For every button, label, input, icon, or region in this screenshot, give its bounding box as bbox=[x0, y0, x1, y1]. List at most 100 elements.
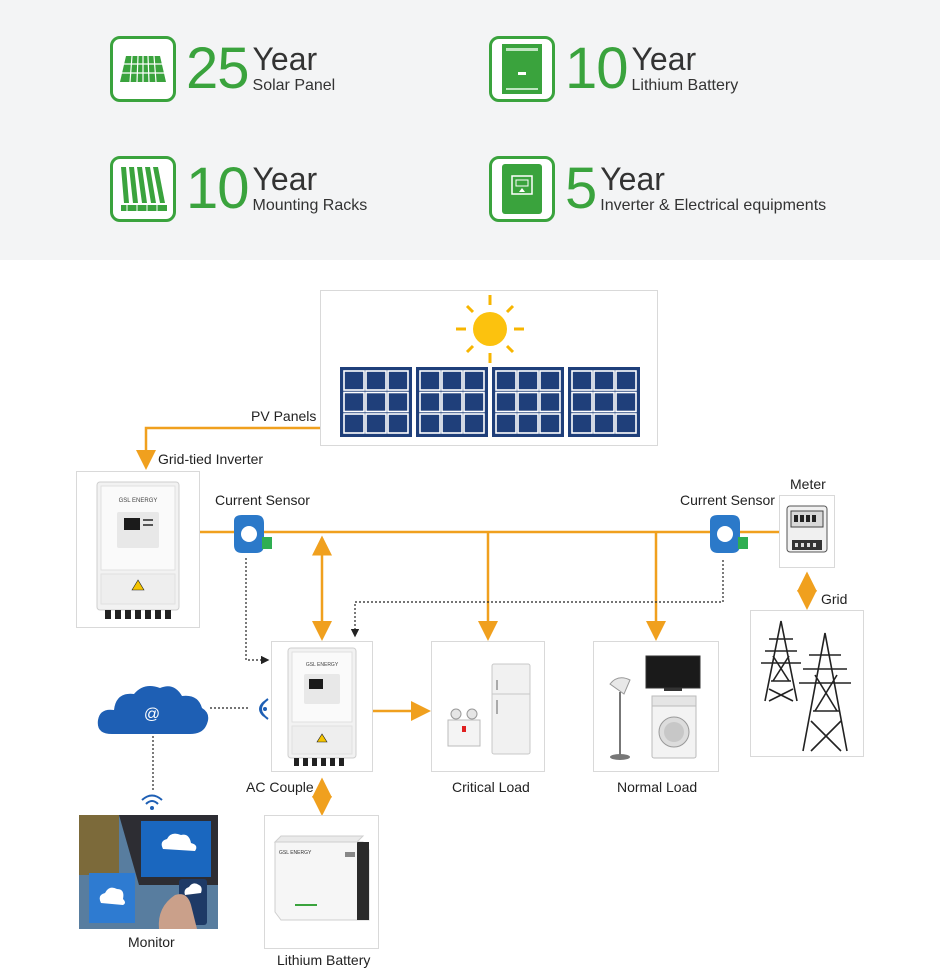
solar-cell bbox=[517, 370, 539, 391]
solar-cell bbox=[593, 370, 615, 391]
wireless-signal-icon bbox=[259, 698, 269, 720]
solar-cell bbox=[343, 413, 365, 434]
warranty-section: 25 Year Solar Panel 10 Year Lithium Batt… bbox=[0, 0, 940, 260]
ac-couple-inverter-image: GSL ENERGY bbox=[287, 647, 357, 766]
normal-load-label: Normal Load bbox=[617, 779, 698, 795]
floor-lamp-icon bbox=[609, 677, 631, 760]
grid-label: Grid bbox=[821, 591, 848, 607]
normal-load-box bbox=[593, 641, 719, 772]
solar-cell bbox=[615, 413, 637, 434]
monitor-label: Monitor bbox=[128, 934, 175, 950]
inverter-brand-text: GSL ENERGY bbox=[306, 662, 339, 668]
solar-cell bbox=[517, 413, 539, 434]
meter-icon bbox=[786, 505, 828, 553]
pv-panels-label: PV Panels bbox=[251, 408, 317, 424]
lithium-battery-box: GSL ENERGY bbox=[264, 815, 379, 949]
tv-icon bbox=[645, 655, 701, 691]
solar-cell bbox=[343, 391, 365, 413]
warranty-lithium-battery: 10 Year Lithium Battery bbox=[489, 36, 738, 102]
meter-box bbox=[779, 495, 835, 568]
critical-load-label: Critical Load bbox=[452, 779, 530, 795]
warranty-unit: Year bbox=[631, 41, 697, 77]
lithium-battery-image: GSL ENERGY bbox=[273, 835, 370, 921]
solar-cell bbox=[441, 370, 463, 391]
cloud-icon: @ bbox=[97, 686, 209, 734]
warranty-number: 25 bbox=[186, 36, 250, 101]
inverter-brand-text: GSL ENERGY bbox=[119, 498, 158, 504]
solar-cell bbox=[343, 370, 365, 391]
solar-cell bbox=[517, 391, 539, 413]
inverter-icon bbox=[489, 156, 555, 222]
solar-cell bbox=[571, 391, 593, 413]
warranty-mounting-racks: 10 Year Mounting Racks bbox=[110, 156, 367, 222]
ac-couple-label: AC Couple bbox=[246, 779, 314, 795]
solar-cell bbox=[365, 391, 387, 413]
warranty-number: 10 bbox=[186, 156, 250, 221]
ac-couple-box: GSL ENERGY bbox=[271, 641, 373, 772]
solar-cell bbox=[539, 370, 561, 391]
solar-cell bbox=[419, 370, 441, 391]
grid-tied-inverter-label: Grid-tied Inverter bbox=[158, 451, 264, 467]
warranty-solar-panel: 25 Year Solar Panel bbox=[110, 36, 335, 102]
warranty-subject: Mounting Racks bbox=[252, 197, 368, 214]
grid-tied-inverter-box: GSL ENERGY bbox=[76, 471, 200, 628]
solar-cell bbox=[539, 391, 561, 413]
current-sensor-right-label: Current Sensor bbox=[680, 492, 775, 508]
battery-brand-text: GSL ENERGY bbox=[279, 850, 312, 856]
solar-cell bbox=[441, 391, 463, 413]
inverter-image: GSL ENERGY bbox=[96, 481, 180, 619]
solar-cell bbox=[571, 370, 593, 391]
warranty-subject: Inverter & Electrical equipments bbox=[600, 197, 827, 214]
refrigerator-icon bbox=[491, 663, 531, 755]
warranty-subject: Lithium Battery bbox=[631, 77, 739, 94]
solar-cell bbox=[495, 413, 517, 434]
pv-array bbox=[340, 295, 640, 437]
solar-cell bbox=[593, 413, 615, 434]
solar-cell bbox=[387, 370, 409, 391]
solar-cell bbox=[387, 413, 409, 434]
lithium-battery-label: Lithium Battery bbox=[277, 952, 371, 968]
warranty-subject: Solar Panel bbox=[252, 77, 336, 94]
warranty-number: 10 bbox=[565, 36, 629, 101]
battery-icon bbox=[489, 36, 555, 102]
warranty-number: 5 bbox=[565, 156, 597, 221]
solar-cell bbox=[463, 413, 485, 434]
transmission-tower-icon bbox=[761, 620, 851, 752]
warranty-inverter: 5 Year Inverter & Electrical equipments bbox=[489, 156, 826, 222]
solar-cell bbox=[365, 413, 387, 434]
solar-cell bbox=[615, 370, 637, 391]
cloud-at-symbol: @ bbox=[144, 706, 160, 723]
solar-cell bbox=[419, 391, 441, 413]
monitor-image bbox=[79, 815, 218, 929]
solar-cell bbox=[441, 413, 463, 434]
current-sensor-right-icon bbox=[710, 515, 748, 553]
solar-cell bbox=[365, 370, 387, 391]
sun-icon bbox=[456, 295, 524, 363]
warranty-unit: Year bbox=[600, 161, 665, 197]
solar-cell bbox=[571, 413, 593, 434]
mounting-racks-icon bbox=[110, 156, 176, 222]
solar-cell bbox=[495, 391, 517, 413]
wifi-icon bbox=[141, 794, 163, 810]
pv-panels-box bbox=[320, 290, 658, 446]
solar-panel-icon bbox=[110, 36, 176, 102]
emergency-light-icon bbox=[447, 708, 481, 747]
meter-label: Meter bbox=[790, 476, 826, 492]
solar-cell bbox=[463, 391, 485, 413]
current-sensor-left-icon bbox=[234, 515, 272, 553]
critical-load-image bbox=[447, 663, 531, 755]
solar-cell bbox=[539, 413, 561, 434]
normal-load-image bbox=[609, 655, 701, 760]
solar-cell bbox=[615, 391, 637, 413]
warranty-unit: Year bbox=[252, 41, 318, 77]
solar-cell bbox=[495, 370, 517, 391]
solar-cell bbox=[593, 391, 615, 413]
current-sensor-left-label: Current Sensor bbox=[215, 492, 310, 508]
solar-cell bbox=[387, 391, 409, 413]
solar-cell bbox=[419, 413, 441, 434]
washing-machine-icon bbox=[651, 695, 697, 759]
grid-box bbox=[750, 610, 864, 757]
warranty-unit: Year bbox=[252, 161, 318, 197]
critical-load-box bbox=[431, 641, 545, 772]
